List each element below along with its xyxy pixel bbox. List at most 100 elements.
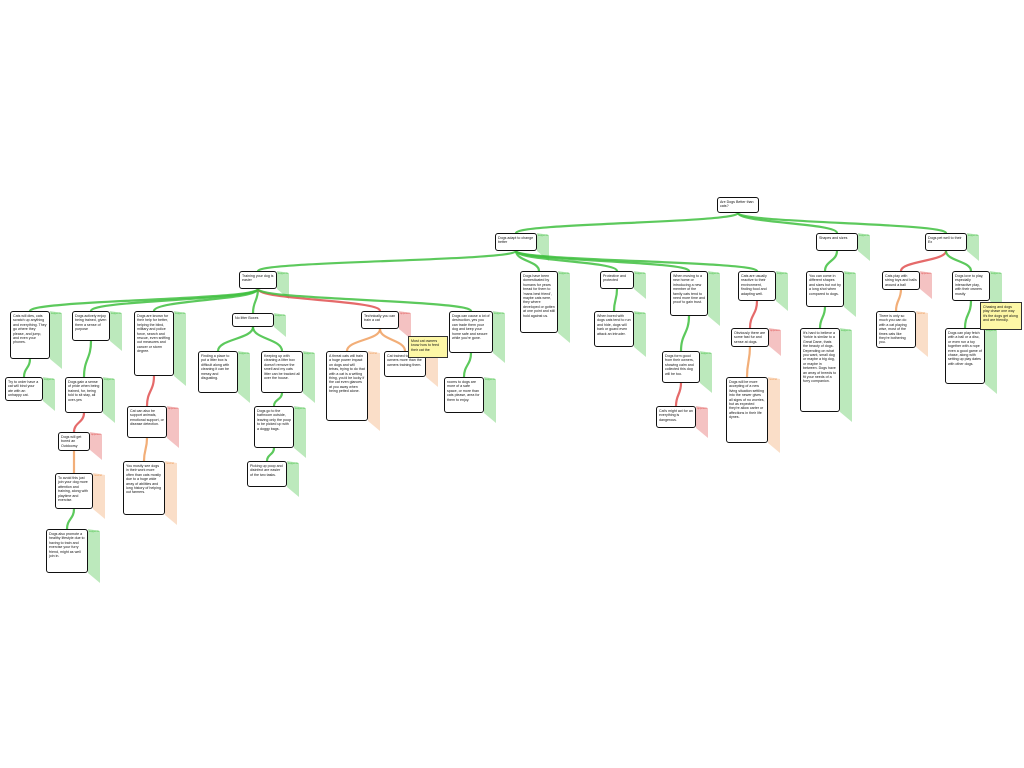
node-tag-dogswillbe: neutral xyxy=(769,378,777,381)
node-dogsgain[interactable]: Dogs gain a sense of pride when being tr… xyxy=(65,377,103,413)
tail-keepingup xyxy=(303,351,315,403)
node-shapes[interactable]: Shapes and sizes xyxy=(816,233,858,251)
tail-whenbored xyxy=(634,311,646,357)
node-toavoid[interactable]: To avoid this just join your dog more at… xyxy=(55,473,93,509)
node-training[interactable]: Training your dog is easier xyxy=(239,271,277,289)
tail-cryorder xyxy=(43,377,55,411)
node-tag-dogsource: supports xyxy=(494,312,504,315)
tail-dogswillbe xyxy=(768,377,780,453)
node-dogsactively[interactable]: Dogs actively enjoy being trained, given… xyxy=(72,311,110,341)
node-tag-dogsfromgood: supports xyxy=(701,352,711,355)
node-tag-findingplace: supports xyxy=(239,352,249,355)
connector-catsplay xyxy=(899,250,948,272)
node-dogswillget[interactable]: Dogs will get bored an Outdoorsy xyxy=(58,432,90,452)
node-tag-dogscanplay: supports xyxy=(986,329,996,332)
connector-cattrained xyxy=(378,328,407,352)
node-catscome[interactable]: You can come in different shapes and siz… xyxy=(806,271,844,307)
connector-catsmight xyxy=(674,382,683,407)
node-tag-catsmight: opposes xyxy=(697,407,707,410)
connector-dogsfromgood xyxy=(679,315,691,352)
tail-catsmight xyxy=(696,406,708,438)
connector-dogswillget xyxy=(72,412,86,433)
node-protective[interactable]: Protective and protected xyxy=(600,271,634,289)
tail-dogswillget xyxy=(90,432,102,460)
tail-catslit xyxy=(50,311,62,369)
node-dogscanplay[interactable]: Dogs can play fetch with a ball or a dis… xyxy=(945,328,985,384)
node-catslit[interactable]: Cats will dies, cats scratch up anything… xyxy=(10,311,50,359)
node-pickingup[interactable]: Picking up poop and disinfect are easier… xyxy=(247,461,287,487)
node-tag-petwell: supports xyxy=(968,234,978,237)
node-dogsource[interactable]: Dogs can cause a lot of destruction, yes… xyxy=(449,311,493,353)
node-athreatcats[interactable]: A threat cats will train a huge power im… xyxy=(326,351,368,421)
tail-training xyxy=(277,271,289,299)
node-tag-pickingup: supports xyxy=(288,462,298,465)
node-tag-techyou: opposes xyxy=(400,312,410,315)
node-cryorder[interactable]: Try to order have a cat will bind your a… xyxy=(5,377,43,401)
node-tag-dogsgoto: supports xyxy=(295,407,305,410)
node-notlitter[interactable]: No litter Boxes xyxy=(232,313,274,327)
node-petwell[interactable]: Dogs pet well to their Ex xyxy=(925,233,967,251)
tail-petwell xyxy=(967,233,979,261)
connector-catscome xyxy=(823,250,839,272)
node-moving[interactable]: When moving to a new home or introducing… xyxy=(670,271,708,316)
connector-dogsource xyxy=(256,287,473,313)
node-adapt[interactable]: Dogs adapt to change better xyxy=(495,233,537,251)
node-catsreactive[interactable]: Cats are usually reactive to their envir… xyxy=(738,271,776,301)
node-iwater[interactable]: rooms to dogs are more of a safe space, … xyxy=(444,377,484,413)
node-bred[interactable]: Dogs have been domesticated by humans fo… xyxy=(520,271,558,333)
node-tag-catslit: supports xyxy=(51,312,61,315)
node-techyou[interactable]: Technically you can train a cat xyxy=(361,311,399,329)
tail-iwater xyxy=(484,377,496,423)
node-catcanalso[interactable]: Cat can also be support animals, emotion… xyxy=(127,406,167,438)
node-tag-catcanalso: opposes xyxy=(168,407,178,410)
node-itshard[interactable]: It's hard to believe a Yorkie is similar… xyxy=(800,328,840,412)
connector-youmostly xyxy=(142,437,149,462)
sticky-note_train[interactable]: Most cat owners know how to feed their c… xyxy=(408,336,448,358)
tail-cattrained xyxy=(426,351,438,387)
node-catsmight[interactable]: Cat's might act for an everything is dan… xyxy=(656,406,696,428)
node-dogsalso[interactable]: Dogs also promote a healthy lifestyle du… xyxy=(46,529,88,573)
node-obviously[interactable]: Obviously there are some fast fur and se… xyxy=(731,328,769,348)
connector-whenbored xyxy=(612,288,619,312)
node-keepingup[interactable]: Keeping up with cleaning a litter box do… xyxy=(261,351,303,393)
node-tag-shapes: supports xyxy=(859,234,869,237)
tail-catsplay xyxy=(920,271,932,299)
node-dogswillbe[interactable]: Dogs will be more accepting of a new liv… xyxy=(726,377,768,443)
connector-catsreactive xyxy=(514,249,759,273)
node-dogsknown[interactable]: Dogs are known for their help for better… xyxy=(134,311,174,376)
connector-cryorder xyxy=(22,358,32,378)
node-tag-youmostly: neutral xyxy=(166,462,174,465)
node-whenbored[interactable]: When bored with dogs cats tend to run an… xyxy=(594,311,634,347)
connector-obviously xyxy=(748,300,759,329)
tail-dogscanplay xyxy=(985,328,997,394)
node-dogsgoto[interactable]: Dogs go to the bathroom outside, leaving… xyxy=(254,406,294,448)
tail-adapt xyxy=(537,233,549,261)
node-dogsfromgood[interactable]: Dogs form good from their owners, showin… xyxy=(662,351,700,383)
node-tag-toavoid: neutral xyxy=(94,474,102,477)
node-tag-adapt: supports xyxy=(538,234,548,237)
node-tag-dogslove: supports xyxy=(991,272,1001,275)
node-catsplay[interactable]: Cats play with string toys and balls aro… xyxy=(882,271,920,291)
node-dogslove[interactable]: Dogs love to play, especially interactiv… xyxy=(952,271,990,301)
tail-catsreactive xyxy=(776,271,788,311)
node-tag-dogsactively: supports xyxy=(111,312,121,315)
connector-dogsactively xyxy=(89,287,260,313)
connector-petwell xyxy=(736,211,948,235)
tail-athreatcats xyxy=(368,351,380,431)
tail-dogsgoto xyxy=(294,406,306,458)
node-findingplace[interactable]: Finding a place to put a litter box is d… xyxy=(198,351,238,393)
tail-protective xyxy=(634,271,646,299)
connector-catslit xyxy=(28,287,260,313)
connector-findingplace xyxy=(216,326,255,352)
node-thereisonly[interactable]: There is only so much you can do with a … xyxy=(876,311,916,348)
node-tag-protective: supports xyxy=(635,272,645,275)
node-tag-whenbored: supports xyxy=(635,312,645,315)
node-tag-dogsknown: supports xyxy=(175,312,185,315)
tail-dogsknown xyxy=(174,311,186,386)
node-youmostly[interactable]: You mostly see dogs in their work more o… xyxy=(123,461,165,515)
node-tag-iwater: supports xyxy=(485,378,495,381)
sticky-note_play[interactable]: Chasing and dogs play chase one way it's… xyxy=(980,302,1022,330)
tail-notlitter xyxy=(274,313,286,337)
node-root[interactable]: Are Dogs Better than cats? xyxy=(717,197,759,213)
